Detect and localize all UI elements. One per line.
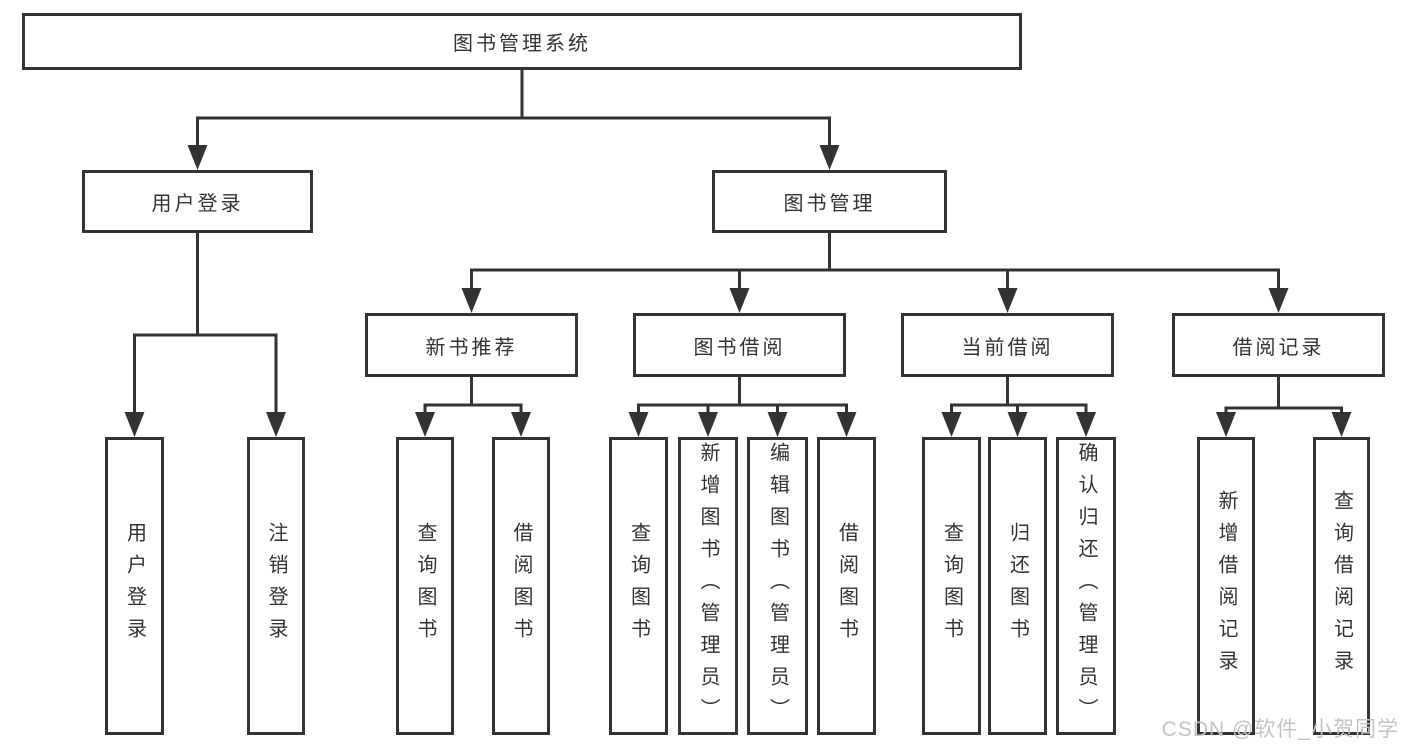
node-current-borrow: 当前借阅	[901, 313, 1114, 377]
connector-new-book-rec-to-children	[415, 377, 531, 437]
leaf-query-borrow-record: 查询借阅记录	[1313, 437, 1370, 735]
node-new-book-recommend: 新书推荐	[365, 313, 578, 377]
leaf-query-book-recommend: 查询图书	[396, 437, 454, 735]
leaf-edit-book-admin: 编辑图书（管理员）	[747, 437, 808, 735]
csdn-watermark: CSDN @软件_小贺同学	[1161, 718, 1399, 741]
leaf-add-book-admin: 新增图书（管理员）	[678, 437, 738, 735]
connector-user-login-to-children	[124, 233, 286, 437]
leaf-logout: 注销登录	[247, 437, 305, 735]
leaf-return-book: 归还图书	[988, 437, 1047, 735]
node-root-system: 图书管理系统	[22, 13, 1022, 70]
connector-book-mgmt-to-children	[461, 233, 1289, 313]
node-borrow-records: 借阅记录	[1172, 313, 1385, 377]
leaf-borrow-book-recommend: 借阅图书	[492, 437, 550, 735]
node-book-management: 图书管理	[712, 170, 947, 233]
connector-book-borrow-to-children	[628, 377, 857, 437]
leaf-add-borrow-record: 新增借阅记录	[1197, 437, 1255, 735]
leaf-query-book-borrow: 查询图书	[609, 437, 668, 735]
leaf-borrow-book: 借阅图书	[817, 437, 876, 735]
connector-borrow-records-to-children	[1216, 377, 1352, 437]
node-book-borrow: 图书借阅	[633, 313, 846, 377]
connector-current-borrow-to-children	[941, 377, 1096, 437]
node-user-login: 用户登录	[82, 170, 313, 233]
leaf-query-book-current: 查询图书	[922, 437, 981, 735]
connector-root-to-children	[187, 70, 840, 170]
leaf-user-login: 用户登录	[105, 437, 164, 735]
leaf-confirm-return-admin: 确认归还（管理员）	[1056, 437, 1116, 735]
